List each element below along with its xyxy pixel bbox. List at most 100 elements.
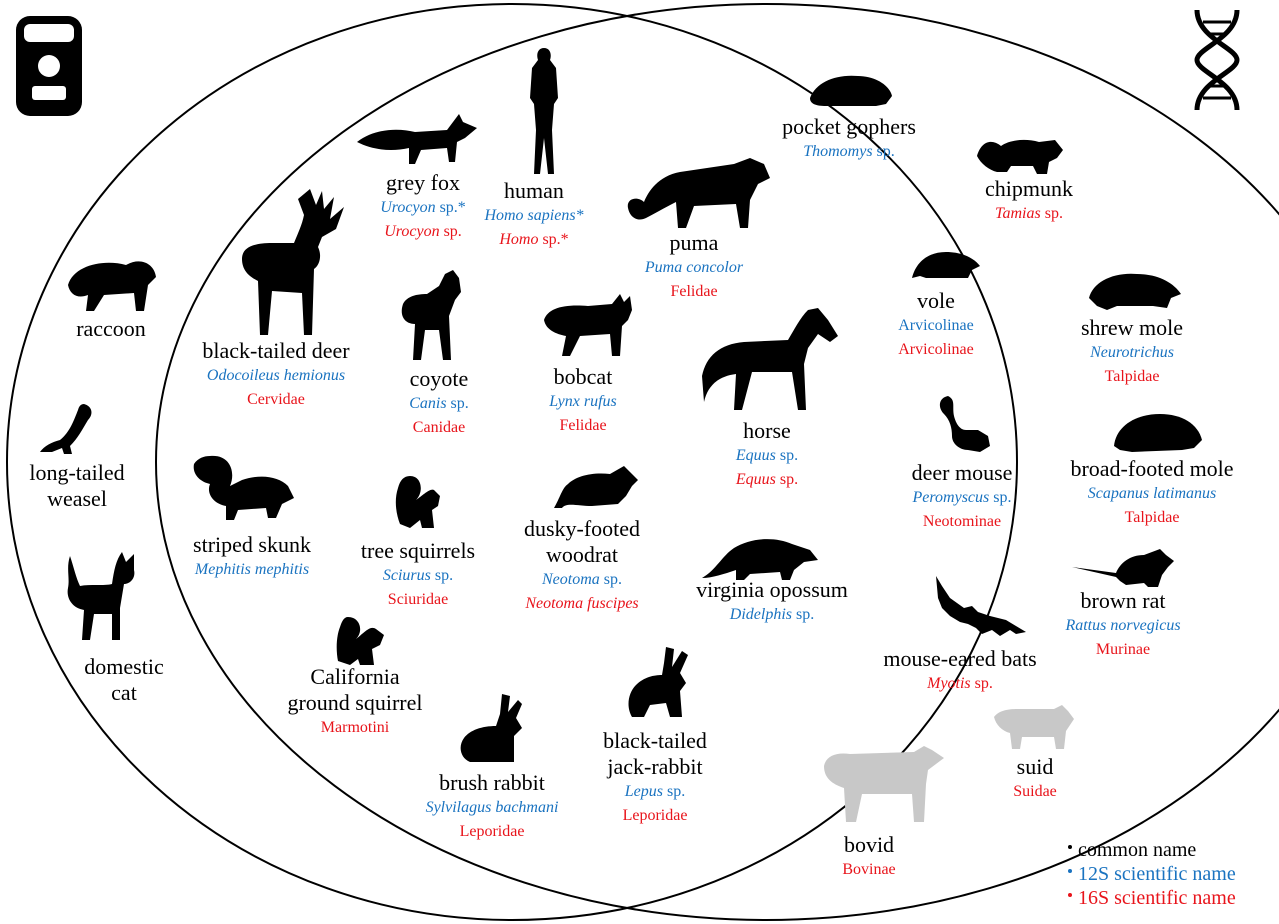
striped-skunk-s12-italic: Mephitis mephitis	[195, 561, 309, 578]
bovid-silhouette-icon	[820, 742, 948, 828]
bovid-common-name: bovid	[844, 834, 894, 856]
legend-label-12s: 12S scientific name	[1078, 863, 1236, 885]
brown-rat-common-name: brown rat	[1081, 590, 1166, 612]
bobcat-silhouette-icon	[540, 290, 636, 362]
legend: common name 12S scientific name 16S scie…	[1068, 838, 1236, 910]
puma-16s-name: Felidae	[670, 284, 717, 300]
horse-common-name: horse	[743, 420, 791, 442]
shrew-mole-s12-italic: Neurotrichus	[1090, 344, 1174, 361]
puma-s16-rest: Felidae	[670, 283, 717, 300]
jack-rabbit-12s-name: Lepus sp.	[625, 784, 685, 800]
tree-squirrels-12s-name: Sciurus sp.	[383, 568, 453, 584]
legend-item-12s: 12S scientific name	[1068, 862, 1236, 886]
mouse-eared-bats-s16-rest: sp.	[971, 675, 993, 692]
dusky-footed-woodrat-silhouette-icon	[552, 462, 640, 512]
puma-common-name: puma	[670, 232, 719, 254]
brush-rabbit-silhouette-icon	[456, 692, 526, 766]
horse-16s-name: Equus sp.	[736, 472, 798, 488]
deer-mouse-s12-italic: Peromyscus	[913, 489, 990, 506]
ground-squirrel-16s-name: Marmotini	[321, 720, 389, 736]
vole-12s-name: Arvicolinae	[898, 318, 974, 334]
black-tailed-deer-silhouette-icon	[232, 185, 360, 345]
california-ground-squirrel-silhouette-icon	[334, 615, 386, 667]
horse-s12-rest: sp.	[776, 447, 798, 464]
brown-rat-16s-name: Murinae	[1096, 642, 1150, 658]
vole-s12-rest: Arvicolinae	[898, 317, 974, 334]
coyote-12s-name: Canis sp.	[409, 396, 469, 412]
tree-squirrels-s12-italic: Sciurus	[383, 567, 431, 584]
deer-mouse-16s-name: Neotominae	[923, 514, 1001, 530]
deer-mouse-common-name: deer mouse	[912, 462, 1013, 484]
coyote-s12-italic: Canis	[409, 395, 446, 412]
domestic-cat-common-name: cat	[111, 682, 137, 704]
weasel-silhouette-icon	[38, 402, 94, 456]
bobcat-common-name: bobcat	[554, 366, 613, 388]
deer-mouse-12s-name: Peromyscus sp.	[913, 490, 1012, 506]
ground-squirrel-s16-rest: Marmotini	[321, 719, 389, 736]
ground-squirrel-common-name: California	[310, 666, 399, 688]
mouse-eared-bats-silhouette-icon	[920, 572, 1028, 642]
grey-fox-silhouette-icon	[355, 108, 479, 168]
woodrat-s12-rest: sp.	[600, 571, 622, 588]
pocket-gophers-s12-rest: sp.	[873, 143, 895, 160]
brush-rabbit-s12-italic: Sylvilagus bachmani	[426, 799, 559, 816]
black-tailed-deer-common-name: black-tailed deer	[202, 340, 349, 362]
jack-rabbit-common-name: jack-rabbit	[607, 756, 702, 778]
legend-label-common: common name	[1078, 839, 1196, 861]
deer-mouse-silhouette-icon	[930, 394, 994, 462]
coyote-s12-rest: sp.	[447, 395, 469, 412]
horse-silhouette-icon	[700, 306, 840, 416]
horse-s16-rest: sp.	[776, 471, 798, 488]
coyote-16s-name: Canidae	[413, 420, 465, 436]
woodrat-s16-italic: Neotoma fuscipes	[525, 595, 638, 612]
brush-rabbit-12s-name: Sylvilagus bachmani	[426, 800, 559, 816]
brown-rat-12s-name: Rattus norvegicus	[1065, 618, 1180, 634]
bobcat-12s-name: Lynx rufus	[549, 394, 617, 410]
brown-rat-silhouette-icon	[1070, 545, 1178, 591]
puma-silhouette-icon	[624, 152, 772, 232]
weasel-common-name: weasel	[47, 488, 107, 510]
deer-mouse-s16-rest: Neotominae	[923, 513, 1001, 530]
jack-rabbit-common-name: black-tailed	[603, 730, 707, 752]
human-12s-name: Homo sapiens*	[484, 208, 583, 224]
grey-fox-s12-italic: Urocyon	[380, 199, 435, 216]
tree-squirrels-s12-rest: sp.	[431, 567, 453, 584]
legend-label-16s: 16S scientific name	[1078, 887, 1236, 909]
bobcat-16s-name: Felidae	[559, 418, 606, 434]
grey-fox-12s-name: Urocyon sp.*	[380, 200, 466, 216]
pocket-gophers-12s-name: Thomomys sp.	[803, 144, 895, 160]
jack-rabbit-s12-rest: sp.	[663, 783, 685, 800]
deer-mouse-s12-rest: sp.	[989, 489, 1011, 506]
vole-16s-name: Arvicolinae	[898, 342, 974, 358]
mouse-eared-bats-16s-name: Myotis sp.	[927, 676, 993, 692]
broad-footed-mole-12s-name: Scapanus latimanus	[1088, 486, 1216, 502]
human-s16-rest: sp.*	[538, 231, 568, 248]
chipmunk-16s-name: Tamias sp.	[995, 206, 1063, 222]
jack-rabbit-s12-italic: Lepus	[625, 783, 663, 800]
brown-rat-s16-rest: Murinae	[1096, 641, 1150, 658]
black-tailed-deer-s12-italic: Odocoileus hemionus	[207, 367, 345, 384]
weasel-common-name: long-tailed	[29, 462, 124, 484]
tree-squirrels-s16-rest: Sciuridae	[388, 591, 448, 608]
opossum-common-name: virginia opossum	[696, 579, 848, 601]
pocket-gophers-s12-italic: Thomomys	[803, 143, 872, 160]
opossum-s12-italic: Didelphis	[730, 606, 792, 623]
black-tailed-deer-12s-name: Odocoileus hemionus	[207, 368, 345, 384]
grey-fox-s16-italic: Urocyon	[384, 223, 439, 240]
striped-skunk-silhouette-icon	[190, 452, 296, 524]
woodrat-common-name: dusky-footed	[524, 518, 640, 540]
grey-fox-s12-rest: sp.*	[436, 199, 466, 216]
bovid-s16-rest: Bovinae	[842, 861, 895, 878]
brown-rat-s12-italic: Rattus norvegicus	[1065, 617, 1180, 634]
legend-item-common: common name	[1068, 838, 1236, 862]
pocket-gophers-common-name: pocket gophers	[782, 116, 916, 138]
black-tailed-deer-16s-name: Cervidae	[247, 392, 305, 408]
tree-squirrels-silhouette-icon	[392, 474, 442, 532]
shrew-mole-16s-name: Talpidae	[1105, 369, 1160, 385]
domestic-cat-common-name: domestic	[84, 656, 163, 678]
broad-footed-mole-16s-name: Talpidae	[1125, 510, 1180, 526]
black-tailed-deer-s16-rest: Cervidae	[247, 391, 305, 408]
human-s16-italic: Homo	[499, 231, 538, 248]
bovid-16s-name: Bovinae	[842, 862, 895, 878]
suid-silhouette-icon	[992, 703, 1076, 751]
